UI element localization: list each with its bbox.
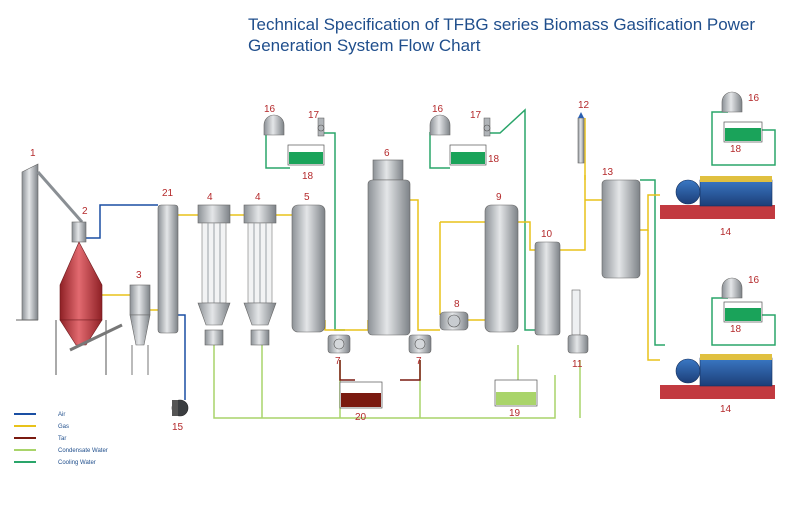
legend: Air Gas Tar Condensate Water Cooling Wat…	[14, 412, 108, 466]
label-18d: 18	[730, 324, 742, 335]
cooling-water-pipes	[265, 108, 776, 346]
dome-tank-16d	[721, 277, 743, 299]
label-14a: 14	[720, 227, 732, 238]
tar-pipes	[339, 360, 421, 381]
label-16b: 16	[432, 104, 444, 115]
feeder-elevator	[16, 163, 84, 321]
legend-gas-label: Gas	[58, 424, 69, 430]
label-3: 3	[136, 270, 142, 281]
label-6: 6	[384, 148, 390, 159]
label-2: 2	[82, 206, 88, 217]
label-17a: 17	[308, 110, 320, 121]
legend-condensate-water-label: Condensate Water	[58, 448, 108, 454]
label-1: 1	[30, 148, 36, 159]
label-12: 12	[578, 100, 590, 111]
pump-7b	[408, 334, 432, 354]
water-tank-18d	[723, 301, 763, 323]
water-tank-18b	[449, 144, 487, 166]
pump-7a	[327, 334, 351, 354]
legend-tar-label: Tar	[58, 436, 66, 442]
label-4b: 4	[255, 192, 261, 203]
water-tank-18c	[723, 121, 763, 143]
label-18c: 18	[730, 144, 742, 155]
equipment-number-labels: 1 2 3 21 4 4 5 6 7 7 8 9 10 11 12 13 14 …	[30, 93, 760, 433]
heat-exchanger-1	[197, 204, 231, 346]
valve-17b	[483, 117, 491, 137]
label-9: 9	[496, 192, 502, 203]
legend-air-label: Air	[58, 412, 65, 418]
legend-cooling-water-label: Cooling Water	[58, 460, 96, 466]
scrubber-tower-5	[291, 204, 326, 333]
label-8: 8	[454, 299, 460, 310]
chart-title-line-1: Technical Specification of TFBG series B…	[248, 15, 756, 34]
generator-set-14a	[660, 176, 775, 219]
tower-10	[534, 241, 561, 336]
label-7a: 7	[335, 356, 341, 367]
label-16c: 16	[748, 93, 760, 104]
label-5: 5	[304, 192, 310, 203]
chart-title: Technical Specification of TFBG series B…	[248, 14, 796, 56]
gas-tank-13	[601, 179, 641, 279]
chart-title-line-2: Generation System Flow Chart	[248, 36, 481, 55]
label-4a: 4	[207, 192, 213, 203]
air-fan-15	[171, 399, 189, 417]
label-13: 13	[602, 167, 614, 178]
label-19: 19	[509, 408, 521, 419]
dome-tank-16b	[429, 114, 451, 136]
gasifier	[55, 221, 123, 375]
valve-17a	[317, 117, 325, 137]
generator-set-14b	[660, 354, 775, 399]
label-11: 11	[572, 359, 583, 370]
label-10: 10	[541, 229, 553, 240]
dome-tank-16c	[721, 91, 743, 113]
tower-9	[484, 204, 519, 333]
label-17b: 17	[470, 110, 482, 121]
label-16d: 16	[748, 275, 760, 286]
tar-basin-20	[339, 381, 383, 409]
label-18b: 18	[488, 154, 500, 165]
label-14b: 14	[720, 404, 732, 415]
heat-exchanger-2	[243, 204, 277, 346]
label-16a: 16	[264, 104, 276, 115]
blower-8	[439, 311, 469, 331]
main-tower-6	[367, 159, 411, 336]
cyclone-separator	[129, 284, 151, 375]
label-20: 20	[355, 412, 367, 423]
condensate-basin-19	[494, 379, 538, 407]
water-tank-18a	[287, 144, 325, 166]
label-18a: 18	[302, 171, 314, 182]
label-21: 21	[162, 188, 174, 199]
gauge-11	[567, 289, 589, 354]
dome-tank-16a	[263, 114, 285, 136]
label-7b: 7	[416, 356, 422, 367]
flare-stack-12	[577, 112, 585, 164]
column-21	[157, 204, 179, 334]
label-15: 15	[172, 422, 184, 433]
